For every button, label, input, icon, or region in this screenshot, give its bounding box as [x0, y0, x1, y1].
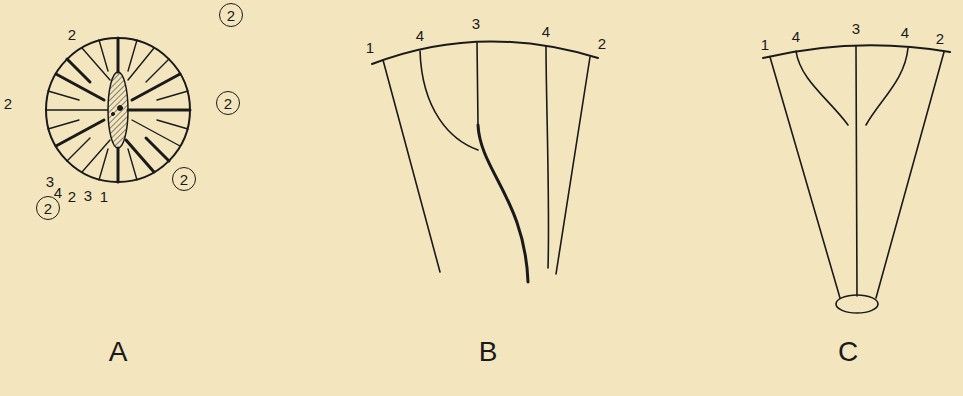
- callout-number: 1: [366, 40, 374, 55]
- callout-number: 1: [100, 189, 108, 204]
- circled-number: 2: [219, 3, 243, 27]
- node-text: 2: [227, 8, 235, 23]
- callout-number: 4: [542, 24, 550, 39]
- node-text: 2: [224, 96, 232, 111]
- figure-letter: C: [838, 338, 858, 366]
- figure-a: [46, 38, 190, 182]
- callout-number: 1: [761, 37, 769, 52]
- callout-number: 4: [792, 29, 800, 44]
- callout-number: 2: [598, 36, 606, 51]
- node-text: 2: [180, 172, 188, 187]
- callout-number: 2: [4, 96, 12, 111]
- circled-number: 2: [172, 167, 196, 191]
- circled-number: 2: [216, 91, 240, 115]
- figure-letter: B: [479, 338, 498, 366]
- callout-number: 3: [472, 16, 480, 31]
- callout-number: 3: [46, 174, 54, 189]
- callout-number: 2: [68, 189, 76, 204]
- callout-number: 4: [416, 28, 424, 43]
- figure-letter: A: [109, 338, 128, 366]
- callout-number: 2: [936, 31, 944, 46]
- figure-c: [763, 45, 950, 313]
- node-text: 2: [44, 201, 52, 216]
- callout-number: 3: [852, 21, 860, 36]
- callout-number: 4: [901, 25, 909, 40]
- callout-number: 4: [54, 185, 62, 200]
- figure-b: [372, 41, 598, 282]
- circled-number: 2: [36, 196, 60, 220]
- callout-number: 3: [84, 188, 92, 203]
- callout-number: 2: [68, 27, 76, 42]
